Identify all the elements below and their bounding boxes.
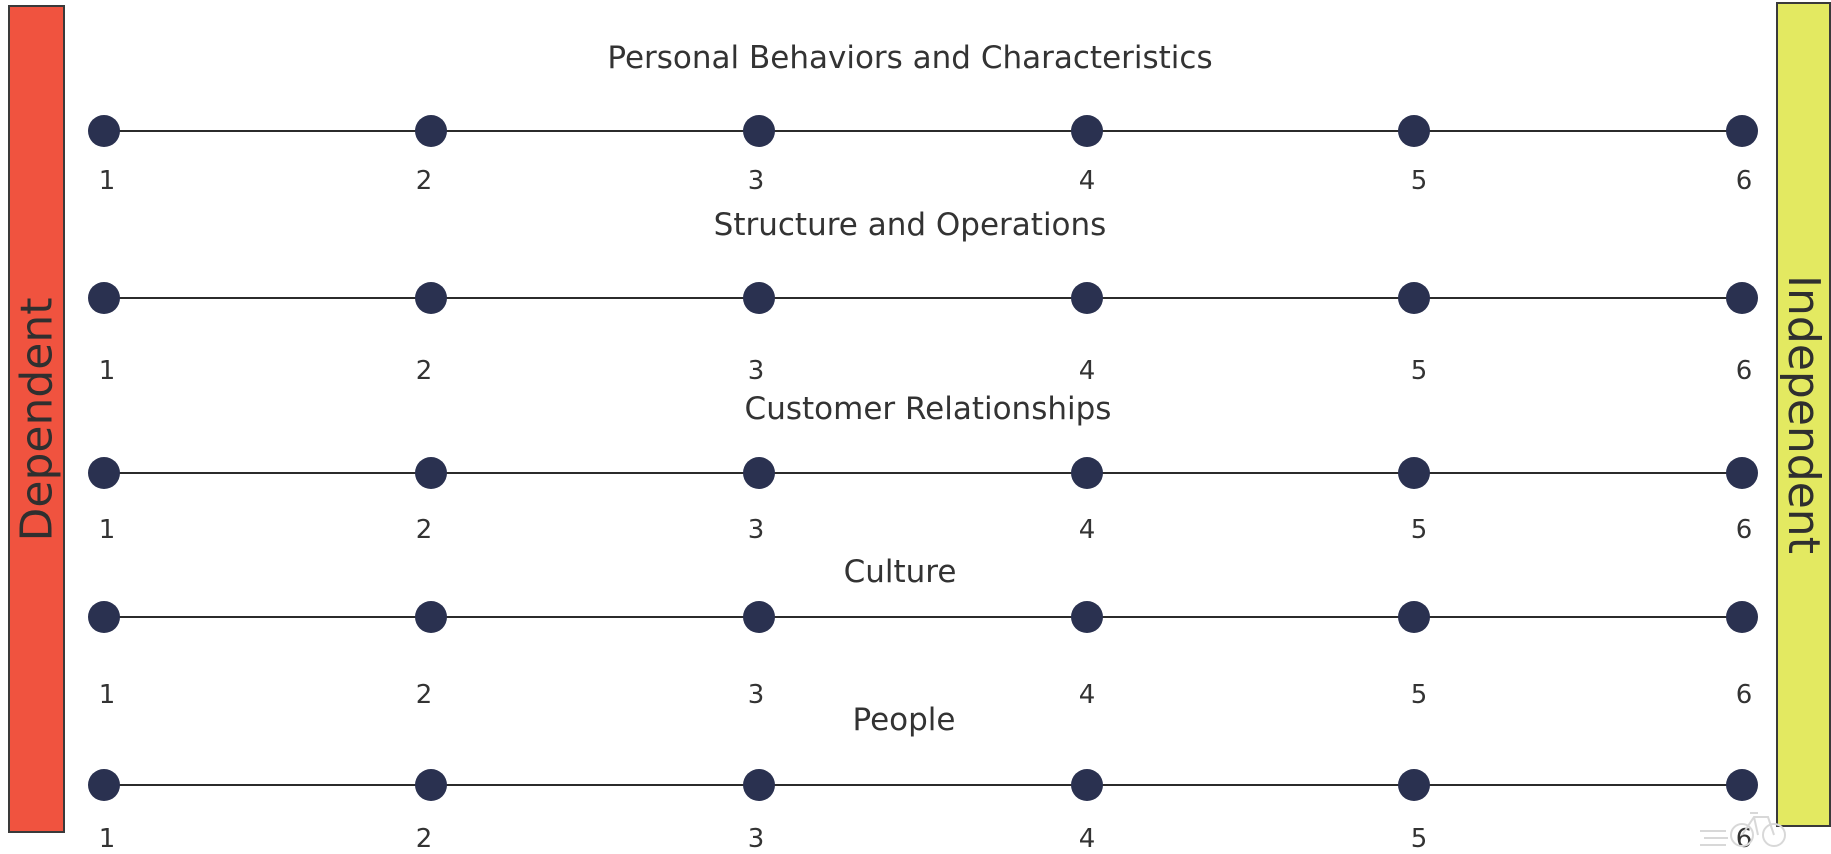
scale-title: People [852, 702, 956, 738]
scale-point[interactable] [88, 115, 120, 147]
scale-point[interactable] [1071, 115, 1103, 147]
scale-point-label: 3 [747, 166, 765, 196]
scale-point[interactable] [415, 769, 447, 801]
scale-line [104, 297, 1744, 299]
scale-point[interactable] [1071, 457, 1103, 489]
scale-point[interactable] [1726, 115, 1758, 147]
scale-point-label: 4 [1078, 515, 1096, 545]
scale-point[interactable] [415, 115, 447, 147]
scale-point-label: 2 [415, 680, 433, 710]
scale-point[interactable] [743, 282, 775, 314]
scale-point-label: 1 [98, 515, 116, 545]
scale-line [104, 472, 1744, 474]
scale-line [104, 616, 1744, 618]
scale-point[interactable] [1398, 282, 1430, 314]
scale-point[interactable] [88, 601, 120, 633]
scale-point-label: 5 [1410, 515, 1428, 545]
scale-point[interactable] [1726, 769, 1758, 801]
scale-point[interactable] [743, 769, 775, 801]
scale-point[interactable] [1398, 601, 1430, 633]
scale-point[interactable] [1071, 769, 1103, 801]
scale-point[interactable] [1726, 282, 1758, 314]
scale-point-label: 2 [415, 515, 433, 545]
independent-label: Independent [1778, 275, 1830, 554]
scale-title: Culture [843, 554, 957, 590]
scale-point-label: 5 [1410, 824, 1428, 854]
scale-point-label: 3 [747, 680, 765, 710]
scale-point[interactable] [415, 457, 447, 489]
scale-point[interactable] [1071, 601, 1103, 633]
scale-point[interactable] [1071, 282, 1103, 314]
scale-point-label: 3 [747, 824, 765, 854]
scale-point[interactable] [415, 601, 447, 633]
scale-point-label: 2 [415, 356, 433, 386]
scale-point[interactable] [88, 769, 120, 801]
scale-point-label: 6 [1735, 515, 1753, 545]
scale-title: Personal Behaviors and Characteristics [607, 40, 1213, 76]
scale-point-label: 3 [747, 515, 765, 545]
scale-line [104, 784, 1744, 786]
scale-point-label: 1 [98, 824, 116, 854]
scale-point[interactable] [743, 115, 775, 147]
scale-point[interactable] [415, 282, 447, 314]
scale-point-label: 6 [1735, 356, 1753, 386]
scale-point-label: 1 [98, 166, 116, 196]
scale-point-label: 1 [98, 680, 116, 710]
scale-point[interactable] [1726, 457, 1758, 489]
scale-point-label: 3 [747, 356, 765, 386]
scale-point[interactable] [1726, 601, 1758, 633]
scale-title: Structure and Operations [713, 207, 1107, 243]
scale-point-label: 4 [1078, 680, 1096, 710]
scale-point[interactable] [743, 457, 775, 489]
dependent-bar: Dependent [8, 5, 65, 833]
scale-point[interactable] [1398, 115, 1430, 147]
scale-point-label: 6 [1735, 166, 1753, 196]
scale-point-label: 1 [98, 356, 116, 386]
scale-point[interactable] [88, 457, 120, 489]
scale-point-label: 4 [1078, 356, 1096, 386]
bicycle-icon [1700, 812, 1786, 847]
scale-title: Customer Relationships [744, 391, 1112, 427]
scale-point[interactable] [743, 601, 775, 633]
scale-point-label: 5 [1410, 166, 1428, 196]
scale-point-label: 4 [1078, 166, 1096, 196]
scale-point-label: 5 [1410, 356, 1428, 386]
scale-line [104, 130, 1744, 132]
independent-bar: Independent [1776, 2, 1831, 827]
scale-point-label: 4 [1078, 824, 1096, 854]
scale-point-label: 5 [1410, 680, 1428, 710]
scale-point[interactable] [88, 282, 120, 314]
scale-point-label: 2 [415, 824, 433, 854]
dependent-label: Dependent [11, 297, 63, 541]
scale-point-label: 6 [1735, 680, 1753, 710]
scale-point[interactable] [1398, 457, 1430, 489]
scale-point-label: 2 [415, 166, 433, 196]
scale-point[interactable] [1398, 769, 1430, 801]
